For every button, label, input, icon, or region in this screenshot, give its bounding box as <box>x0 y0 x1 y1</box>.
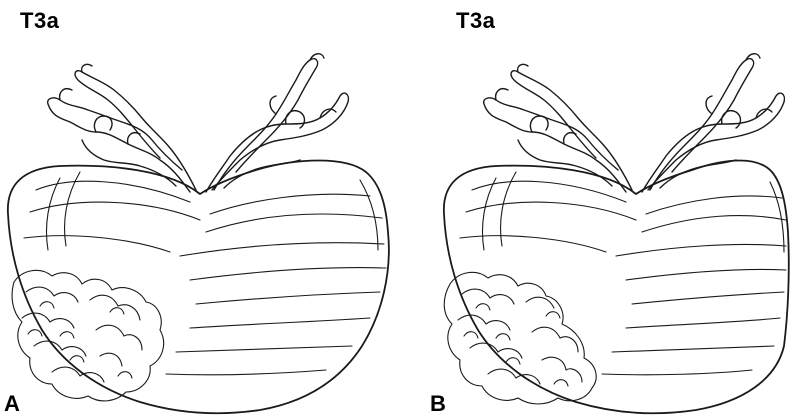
prostate-outline <box>8 161 389 414</box>
tumor-mass <box>12 270 164 401</box>
right-seminal-vesicle <box>642 54 784 192</box>
panel-letter: A <box>4 391 20 417</box>
prostate-illustration <box>396 0 792 419</box>
panel-b: T3a <box>396 0 792 419</box>
left-seminal-vesicle <box>484 64 632 192</box>
prostate-contours <box>24 172 386 375</box>
panel-a: T3a <box>0 0 396 419</box>
right-seminal-vesicle <box>206 54 348 192</box>
prostate-illustration <box>0 0 396 419</box>
tumor-mass <box>444 272 596 404</box>
prostate-contours <box>460 172 786 375</box>
left-seminal-vesicle <box>48 64 196 192</box>
panel-letter: B <box>430 391 446 417</box>
